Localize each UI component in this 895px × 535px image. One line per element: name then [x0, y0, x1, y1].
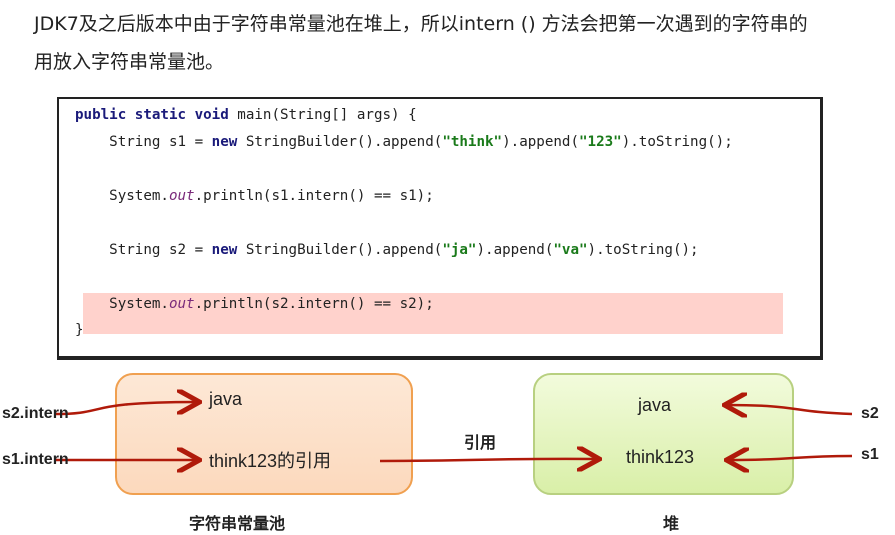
code-token: ).toString();	[587, 242, 699, 258]
arrow-reference	[379, 459, 597, 461]
code-token: "think"	[442, 134, 503, 150]
label-s1-intern: s1.intern	[2, 451, 69, 468]
code-token: ).append(	[502, 134, 579, 150]
string-pool-box	[115, 373, 413, 495]
code-token: .println(s2.intern() == s2);	[194, 296, 434, 312]
code-token: "va"	[553, 242, 588, 258]
code-line: System.out.println(s1.intern() == s1);	[75, 188, 434, 204]
label-s1: s1	[861, 446, 879, 463]
code-token: System.	[75, 188, 169, 204]
code-line: public static void main(String[] args) {	[75, 107, 417, 123]
highlighted-line	[83, 293, 783, 334]
code-token: public static void	[75, 107, 238, 123]
heap-java: java	[638, 395, 672, 415]
code-token: System.	[75, 296, 169, 312]
heap-title: 堆	[663, 516, 680, 533]
code-token: }	[75, 322, 84, 338]
arrow-s2	[727, 405, 853, 414]
code-token: out	[168, 296, 195, 312]
pool-java: java	[209, 389, 243, 409]
code-token: new	[211, 134, 246, 150]
code-token: ).append(	[476, 242, 554, 258]
label-s2: s2	[861, 405, 879, 422]
heap-box	[533, 373, 794, 495]
code-block: public static void main(String[] args) {…	[57, 97, 823, 360]
arrow-s2intern	[54, 402, 197, 416]
code-token: String s1 =	[75, 134, 212, 150]
code-token: ).toString();	[621, 134, 733, 150]
heap-think123: think123	[626, 447, 695, 467]
code-token: StringBuilder().append(	[245, 134, 443, 150]
code-token: StringBuilder().append(	[245, 242, 443, 258]
code-token: String s2 =	[75, 242, 212, 258]
heading-line-1: JDK7及之后版本中由于字符串常量池在堆上，所以intern () 方法会把第一…	[34, 13, 808, 35]
code-token: out	[168, 188, 195, 204]
code-line: String s1 = new StringBuilder().append("…	[75, 134, 733, 150]
code-line: String s2 = new StringBuilder().append("…	[75, 242, 699, 258]
code-token: new	[211, 242, 246, 258]
code-token: .println(s1.intern() == s1);	[194, 188, 434, 204]
code-token: main(String[] args) {	[237, 107, 417, 123]
pool-think123-ref: think123的引用	[209, 451, 332, 471]
arrow-s1	[729, 456, 853, 460]
label-s2-intern: s2.intern	[2, 405, 69, 422]
code-line: }	[75, 322, 84, 338]
heading-line-2: 用放入字符串常量池。	[34, 51, 225, 73]
code-token: "123"	[578, 134, 622, 150]
label-reference: 引用	[464, 435, 497, 452]
code-line: System.out.println(s2.intern() == s2);	[75, 296, 434, 312]
pool-title: 字符串常量池	[189, 516, 286, 533]
code-token: "ja"	[442, 242, 477, 258]
